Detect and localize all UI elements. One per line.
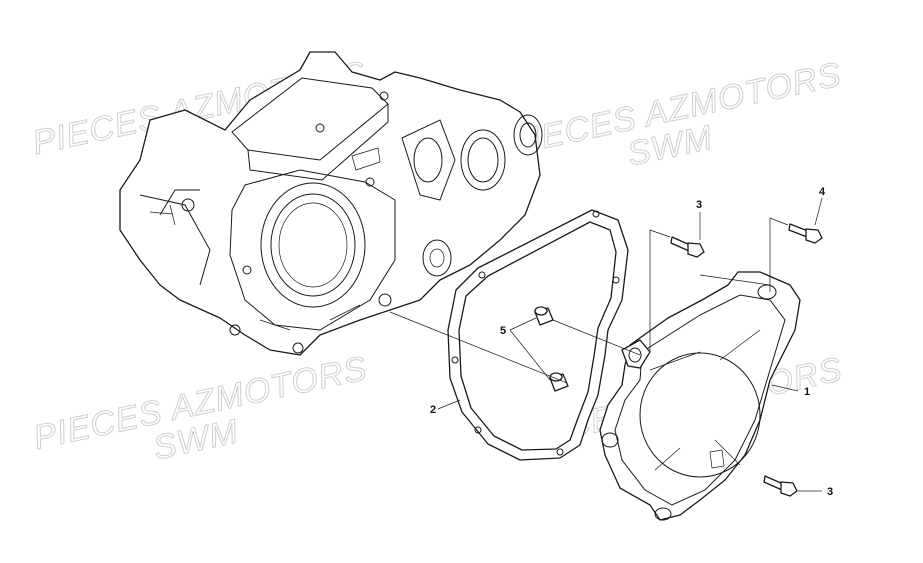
watermark-top-right: PIECES AZMOTORS SWM — [504, 55, 845, 174]
callout-label-4: 4 — [819, 186, 826, 198]
crankcase-illustration — [119, 51, 543, 356]
callout-leaders — [437, 197, 823, 492]
callout-label-2: 2 — [430, 404, 436, 416]
callout-label-3-lower: 3 — [827, 486, 833, 498]
bolt-part-3-upper — [670, 236, 705, 258]
callout-label-3-upper: 3 — [696, 199, 702, 211]
watermark-bottom-left: PIECES AZMOTORS SWM — [30, 349, 371, 468]
bolt-part-4 — [788, 223, 823, 244]
assembly-lines — [389, 217, 789, 384]
bolt-part-3-lower — [763, 475, 798, 497]
gasket-part-2 — [447, 209, 629, 461]
callout-label-5: 5 — [500, 325, 506, 337]
callout-label-1: 1 — [804, 386, 810, 398]
